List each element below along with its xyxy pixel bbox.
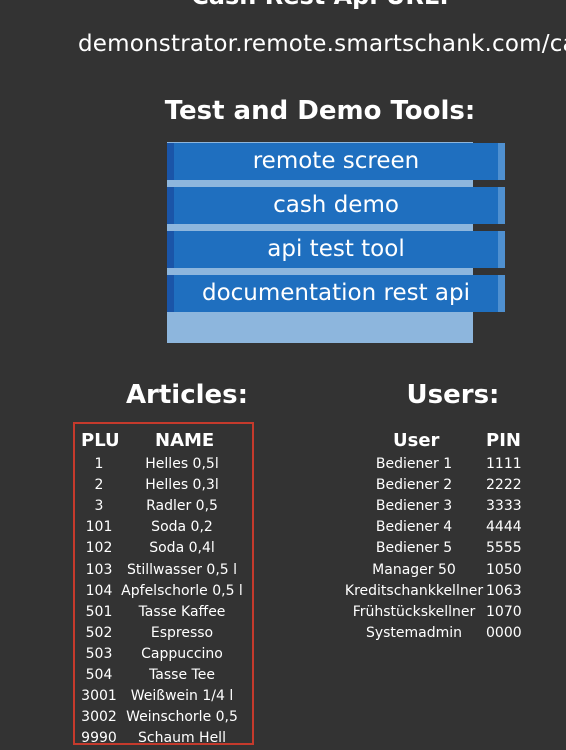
- article-plu: 103: [85, 561, 113, 578]
- article-plu: 3: [94, 498, 104, 515]
- user-pin: 1070: [486, 603, 522, 620]
- user-name: Bediener 5: [375, 540, 453, 557]
- tools-heading: Test and Demo Tools:: [164, 96, 476, 126]
- documentation-rest-api-button[interactable]: documentation rest api: [167, 275, 505, 312]
- user-pin: 1063: [486, 582, 522, 599]
- article-name: Schaum Hell: [138, 730, 226, 747]
- user-pin: 4444: [486, 519, 522, 536]
- user-name: Manager 50: [372, 561, 456, 578]
- articles-heading: Articles:: [125, 380, 249, 410]
- article-plu: 503: [85, 645, 113, 662]
- user-pin: 5555: [486, 540, 522, 557]
- article-name: Radler 0,5: [146, 498, 218, 515]
- article-name: Tasse Kaffee: [138, 603, 226, 620]
- api-test-tool-button[interactable]: api test tool: [167, 231, 505, 268]
- user-pin: 1111: [486, 456, 522, 472]
- users-col-pin: PIN: [486, 430, 521, 451]
- user-name: Bediener 2: [375, 477, 453, 494]
- user-pin: 1050: [486, 561, 522, 578]
- article-name: Soda 0,2: [151, 519, 213, 536]
- article-name: Cappuccino: [141, 645, 223, 662]
- article-name: Stillwasser 0,5 l: [126, 561, 238, 578]
- cash-rest-heading: Cash Rest Api URL:: [0, 0, 566, 10]
- users-heading: Users:: [406, 380, 500, 410]
- article-name: Helles 0,5l: [145, 456, 219, 472]
- user-name: Bediener 3: [375, 498, 453, 515]
- article-plu: 101: [85, 519, 113, 536]
- article-name: Apfelschorle 0,5 l: [121, 582, 243, 599]
- article-name: Helles 0,3l: [145, 477, 219, 494]
- article-plu: 502: [85, 624, 113, 641]
- article-name: Weinschorle 0,5: [126, 709, 238, 726]
- user-pin: 3333: [486, 498, 522, 515]
- articles-table-highlight: [73, 422, 254, 745]
- cash-demo-button[interactable]: cash demo: [167, 187, 505, 224]
- articles-col-plu: PLU: [81, 430, 120, 451]
- articles-col-name: NAME: [155, 430, 215, 451]
- user-name: Systemadmin: [365, 624, 463, 641]
- article-name: Tasse Tee: [149, 667, 215, 683]
- user-name: Frühstückskellner: [352, 603, 476, 620]
- article-plu: 3001: [81, 688, 117, 705]
- article-plu: 9990: [81, 730, 117, 747]
- article-plu: 104: [85, 582, 113, 599]
- article-plu: 501: [85, 603, 113, 620]
- user-name: Bediener 4: [375, 519, 453, 536]
- users-col-user: User: [393, 430, 440, 451]
- article-plu: 102: [85, 540, 113, 557]
- article-plu: 2: [94, 477, 104, 494]
- article-name: Espresso: [150, 624, 214, 641]
- user-pin: 0000: [486, 624, 522, 641]
- article-plu: 1: [94, 456, 104, 472]
- user-pin: 2222: [486, 477, 522, 494]
- user-name: Kreditschankkellner: [344, 582, 484, 599]
- cash-rest-url[interactable]: demonstrator.remote.smartschank.com/ca: [78, 31, 566, 57]
- article-name: Soda 0,4l: [149, 540, 215, 557]
- article-name: Weißwein 1/4 l: [130, 688, 234, 705]
- remote-screen-button[interactable]: remote screen: [167, 143, 505, 180]
- article-plu: 3002: [81, 709, 117, 726]
- article-plu: 504: [85, 667, 113, 683]
- user-name: Bediener 1: [375, 456, 453, 472]
